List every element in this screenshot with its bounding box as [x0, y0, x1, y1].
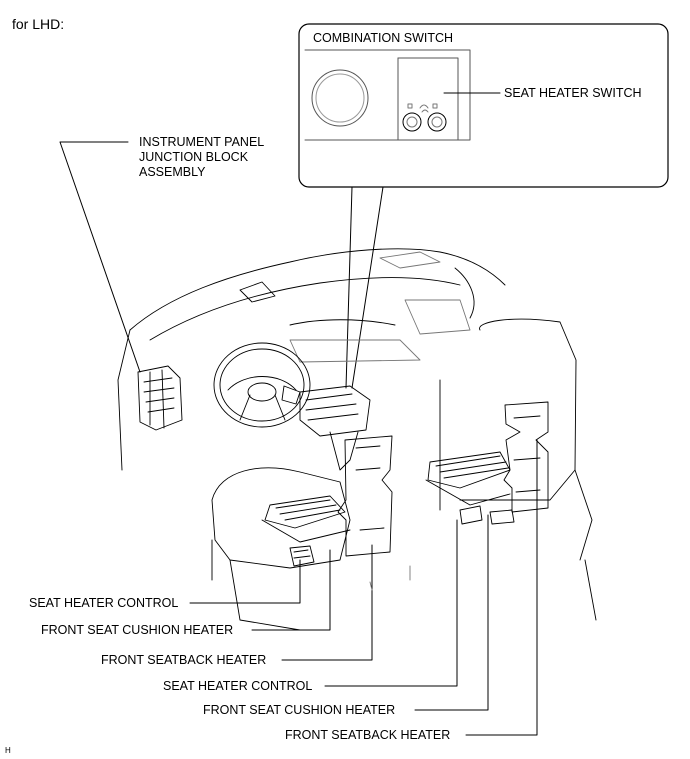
junction-block-label-line-3: ASSEMBLY — [139, 165, 206, 179]
left-seat — [211, 435, 393, 631]
steering-wheel — [213, 342, 311, 428]
center-console — [281, 385, 371, 471]
variant-label: for LHD: — [12, 16, 65, 32]
footer-mark: H — [5, 746, 11, 755]
right-seat — [425, 318, 593, 561]
seat-heater-knobs — [402, 103, 447, 132]
junction-block-label-line-1: INSTRUMENT PANEL — [139, 135, 265, 149]
right-seatback-heater-label: FRONT SEATBACK HEATER — [285, 728, 451, 742]
left-seat-heater-control-label: SEAT HEATER CONTROL — [29, 596, 179, 610]
seat-heater-switch-label: SEAT HEATER SWITCH — [504, 86, 642, 100]
leader-lines — [59, 141, 538, 736]
combination-switch-title: COMBINATION SWITCH — [313, 31, 454, 45]
right-seat-heater-control-label: SEAT HEATER CONTROL — [163, 679, 313, 693]
left-seat-cushion-heater-label: FRONT SEAT CUSHION HEATER — [41, 623, 234, 637]
junction-block-label: INSTRUMENT PANEL JUNCTION BLOCK ASSEMBLY — [139, 135, 264, 180]
vehicle-interior-sketch — [117, 248, 597, 631]
combination-switch-inset — [298, 23, 669, 389]
junction-block — [137, 365, 183, 431]
right-seat-cushion-heater-label: FRONT SEAT CUSHION HEATER — [203, 703, 396, 717]
junction-block-label-line-2: JUNCTION BLOCK — [139, 150, 249, 164]
left-seatback-heater-label: FRONT SEATBACK HEATER — [101, 653, 267, 667]
